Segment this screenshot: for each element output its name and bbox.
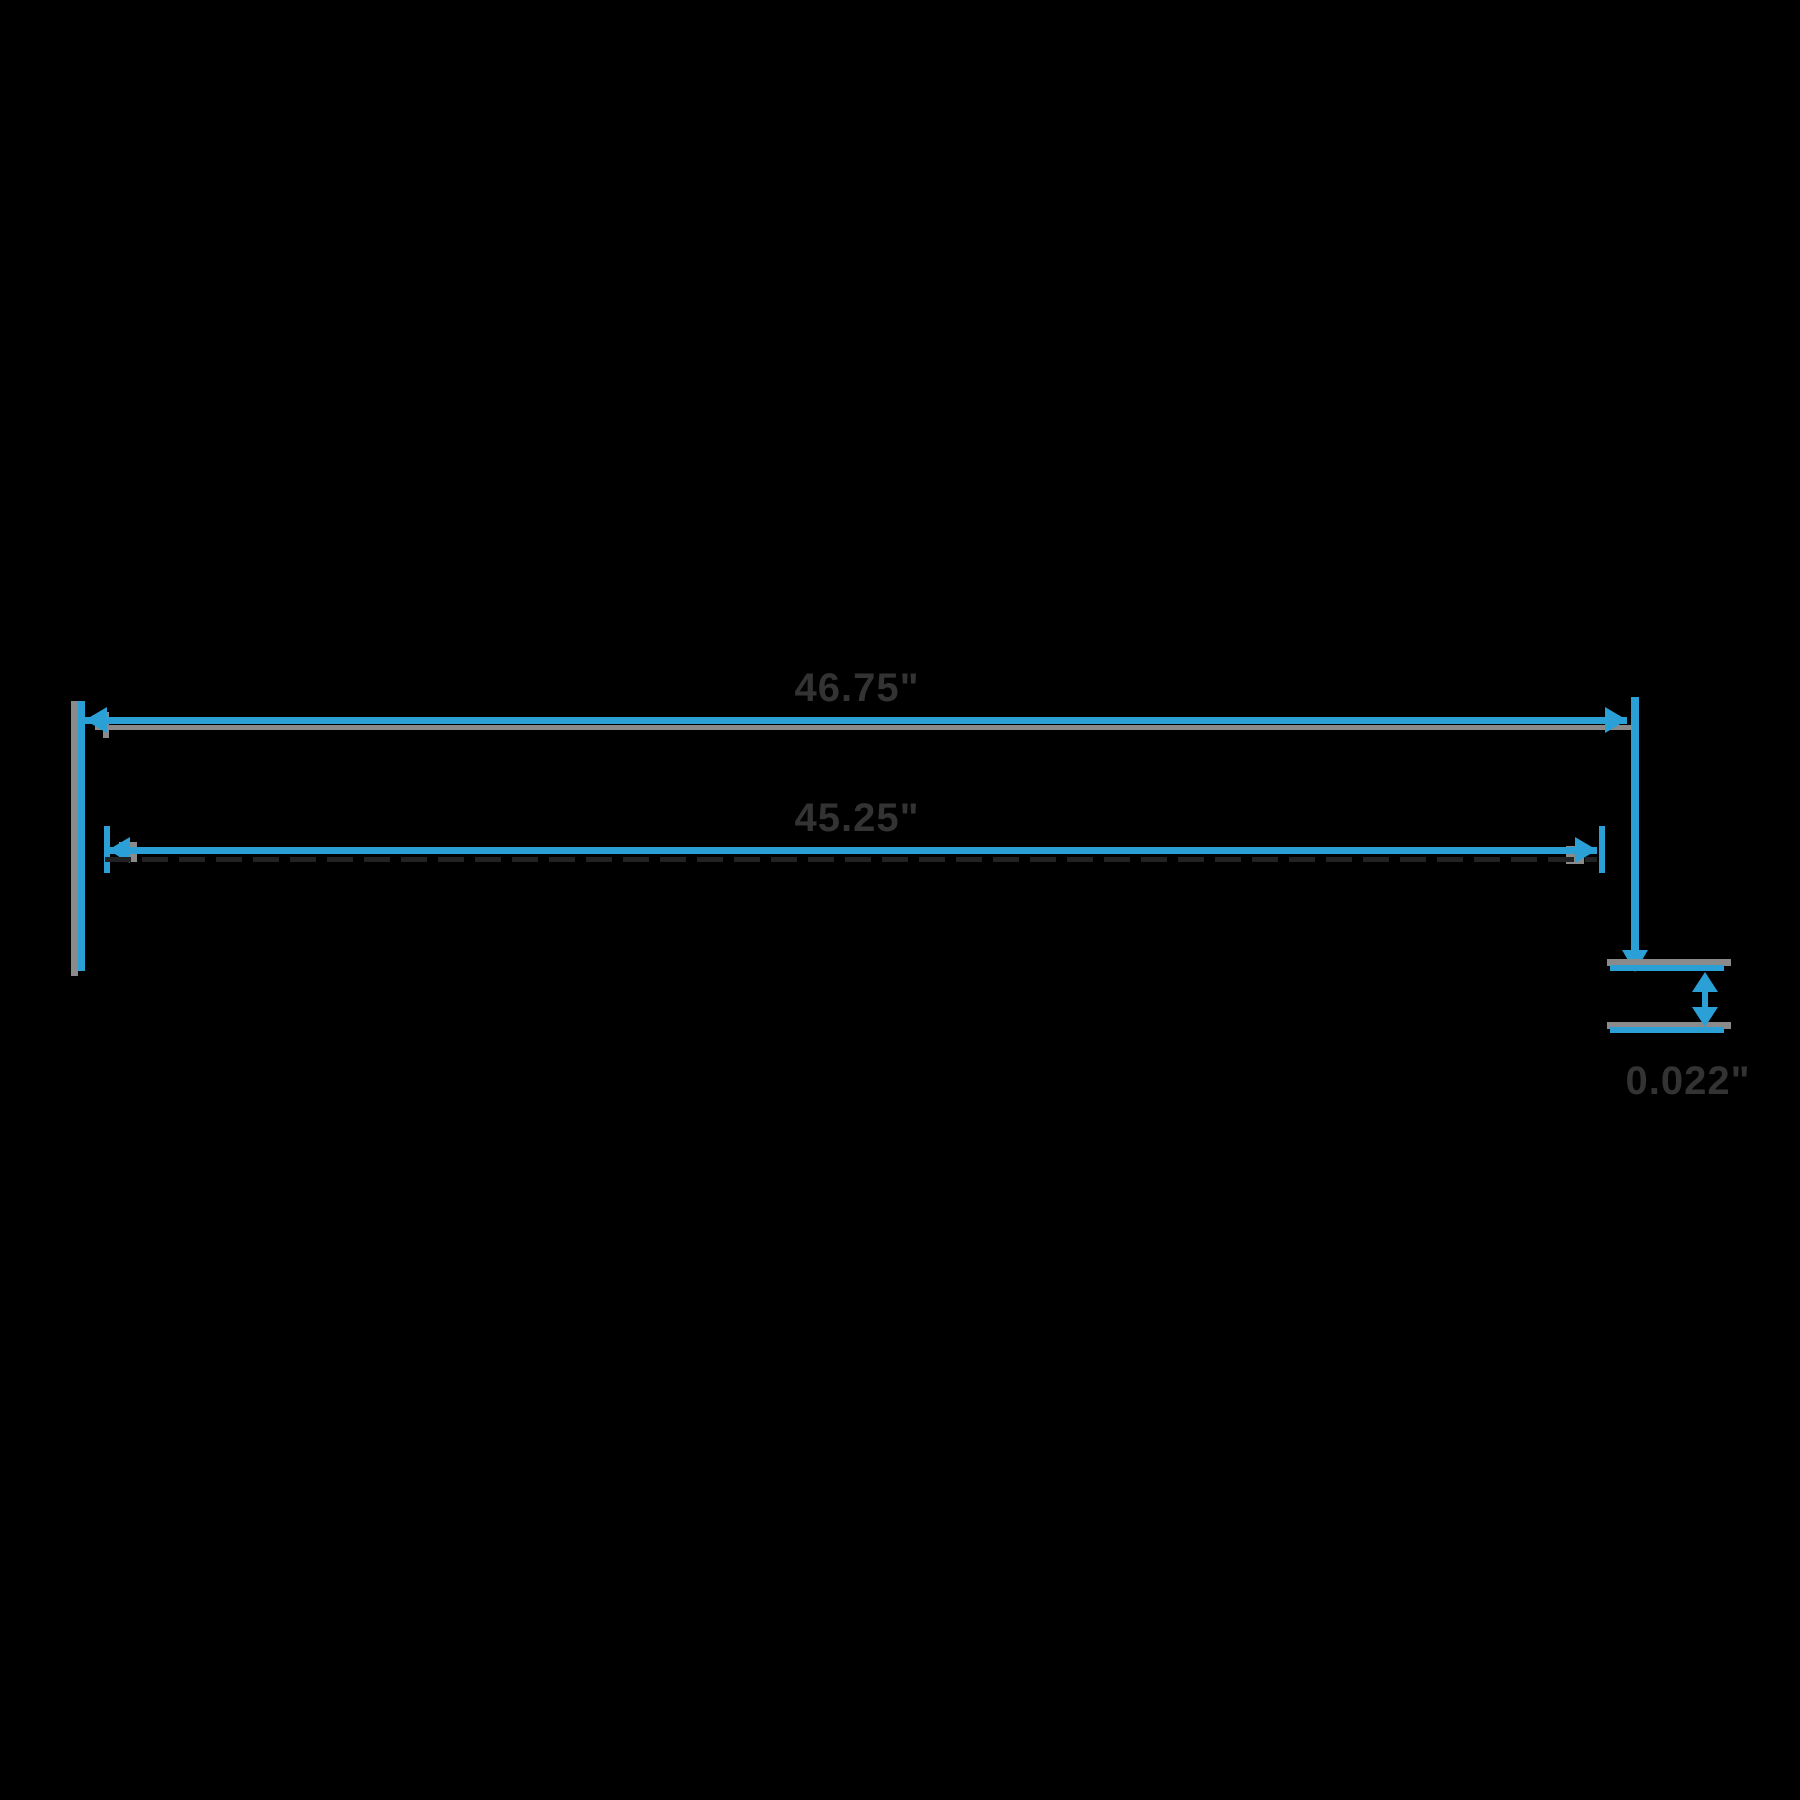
inner-width-label: 45.25" <box>794 796 920 840</box>
inner-width-left-arrowhead <box>108 837 130 863</box>
inner-width-tick-right <box>1599 826 1605 873</box>
left-extension-line <box>78 701 85 971</box>
thickness-arrow-down-head <box>1692 1007 1718 1027</box>
overall-width-left-arrowhead <box>85 707 107 733</box>
thickness-bottom-line-shadow <box>1607 1022 1731 1029</box>
overall-width-right-arrowhead <box>1605 707 1627 733</box>
thickness-top-line-shadow <box>1607 959 1731 966</box>
inner-width-tick-left <box>104 826 110 873</box>
left-extension-line-shadow <box>71 701 78 976</box>
inner-width-dim-line <box>108 847 1597 854</box>
thickness-label: 0.022" <box>1625 1059 1751 1103</box>
right-extension-line <box>1631 697 1639 958</box>
thickness-bottom-line <box>1610 1027 1724 1033</box>
inner-width-right-arrowhead <box>1575 837 1597 863</box>
overall-width-dim-line <box>85 717 1627 724</box>
profile-dashed-line <box>105 857 1597 862</box>
thickness-top-line <box>1610 965 1724 971</box>
overall-width-label: 46.75" <box>794 666 920 710</box>
thickness-arrow-up-head <box>1692 972 1718 992</box>
thickness-arrow-shaft <box>1702 988 1708 1010</box>
overall-width-dim-line-shadow <box>95 725 1632 730</box>
